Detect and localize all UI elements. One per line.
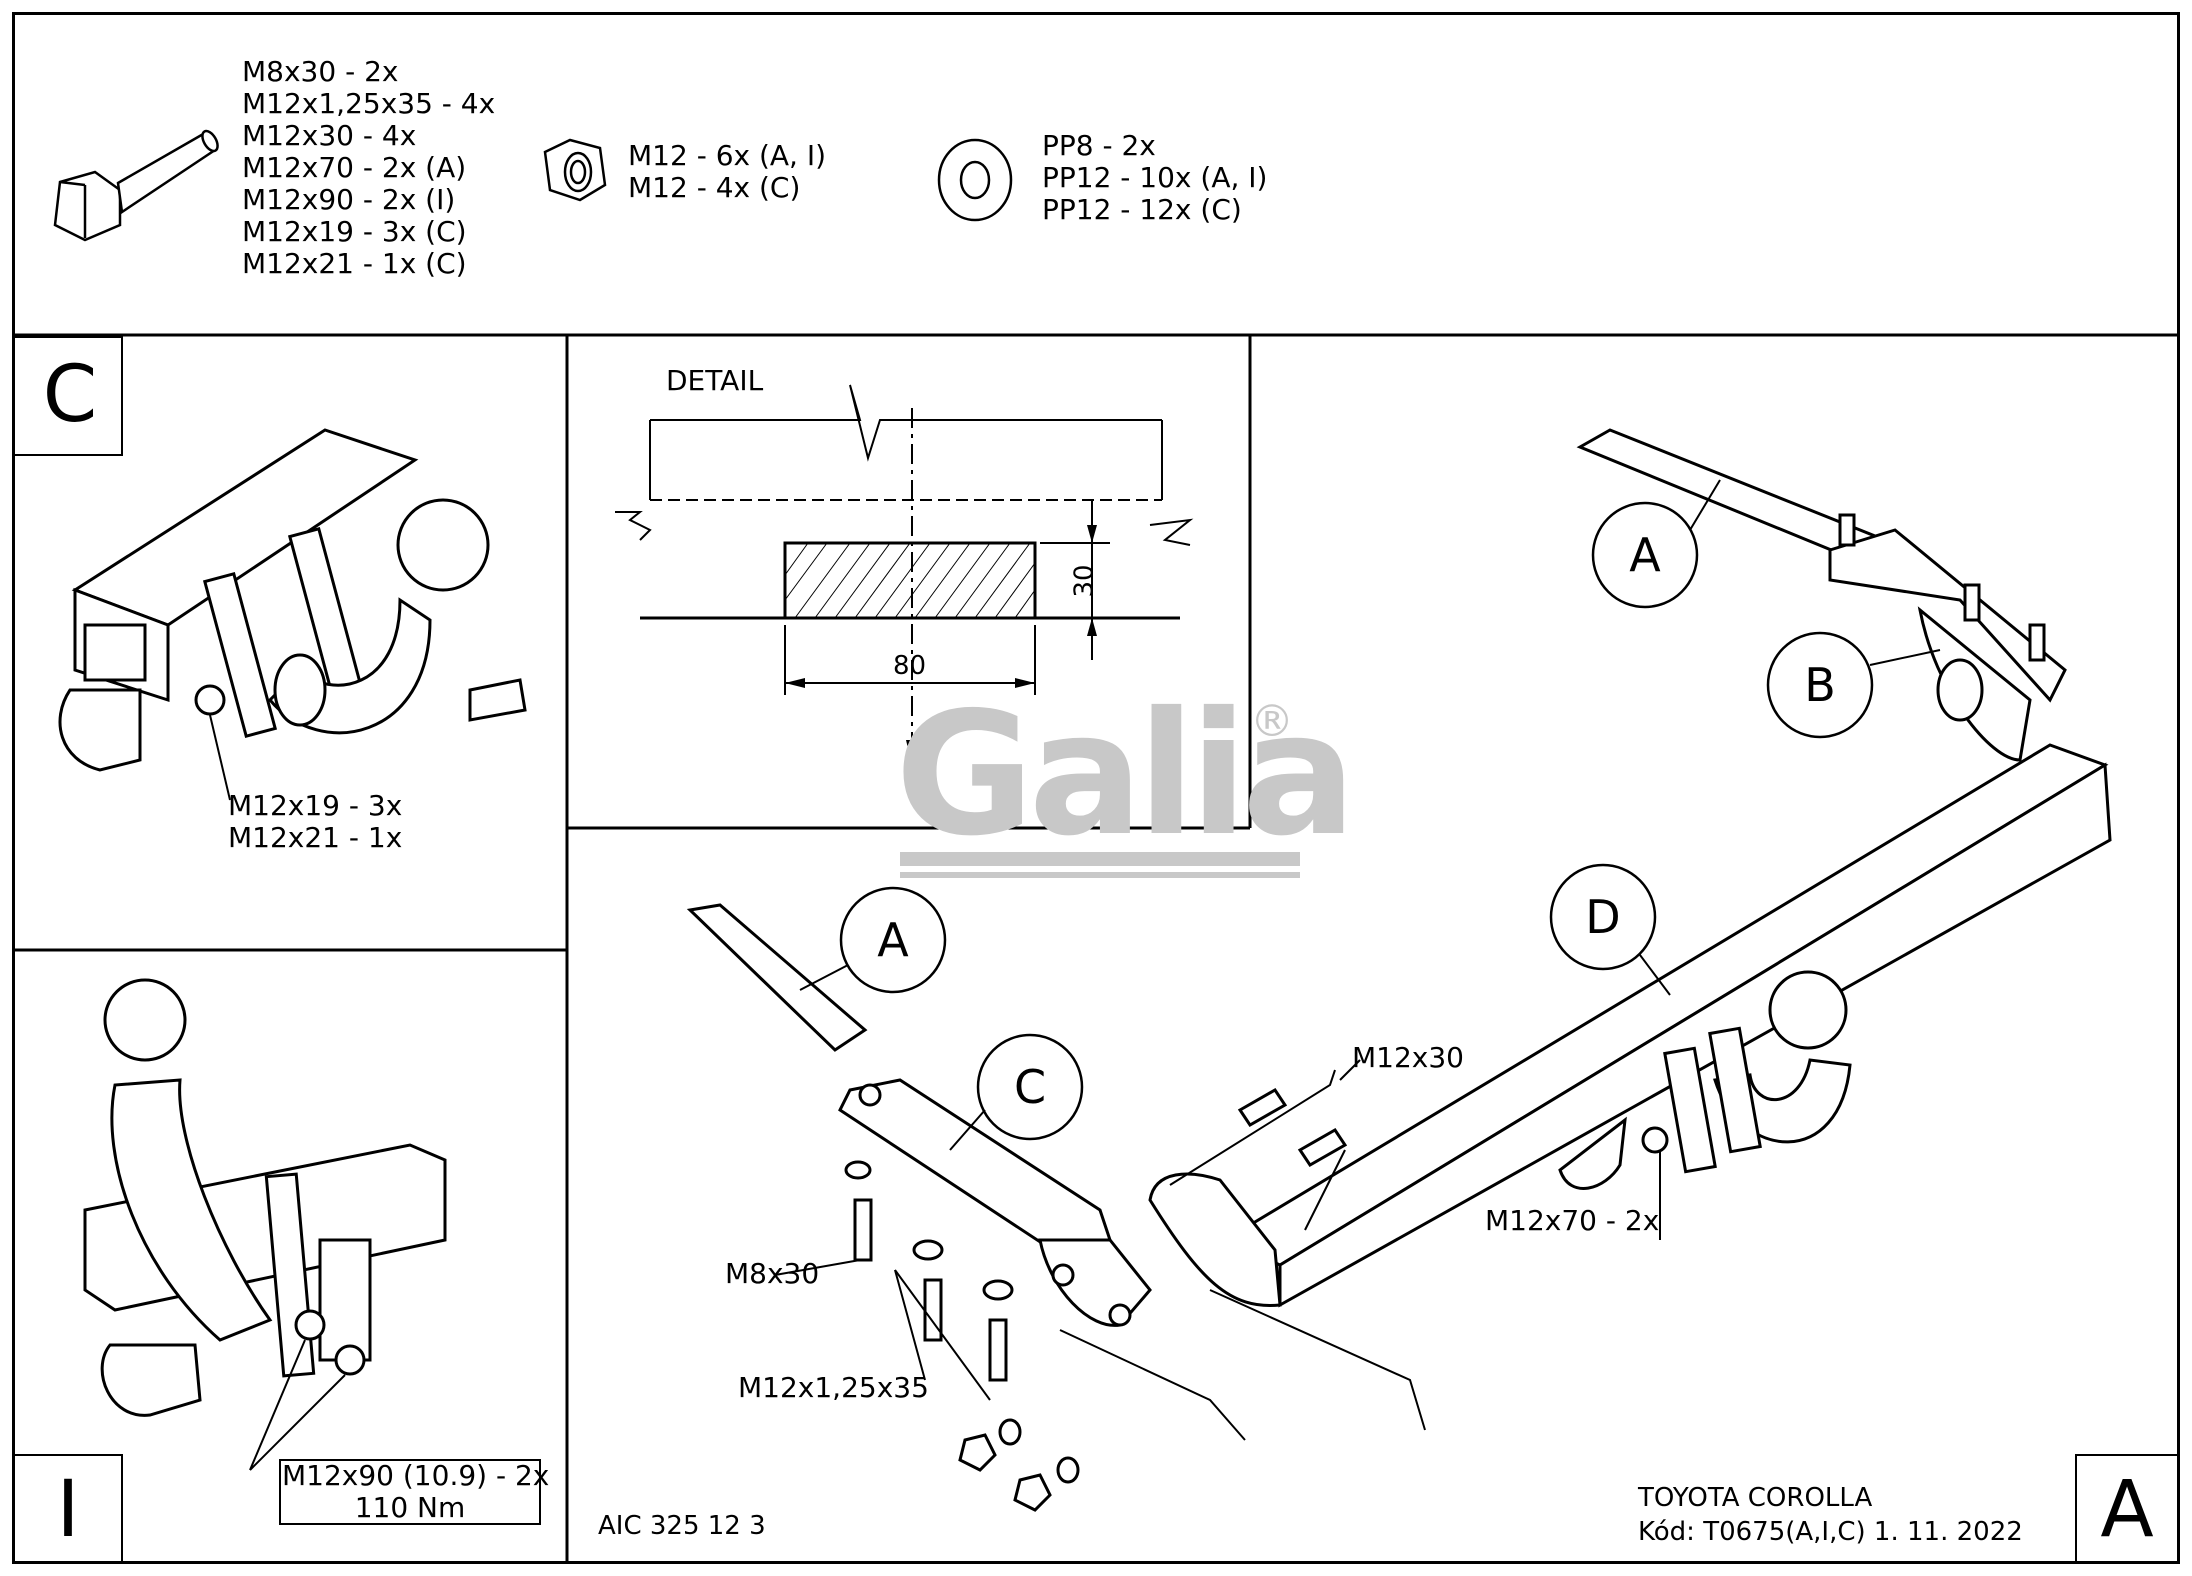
detail-title: DETAIL bbox=[666, 364, 764, 397]
detail-dim-width: 80 bbox=[893, 651, 927, 681]
panel-i-letter: I bbox=[56, 1465, 80, 1555]
panel-c-labels: M12x19 - 3x M12x21 - 1x bbox=[228, 790, 402, 854]
label-m8x30: M8x30 bbox=[725, 1257, 820, 1290]
bolt-item: M12x30 - 4x bbox=[242, 119, 417, 152]
nut-item: M12 - 6x (A, I) bbox=[628, 139, 827, 172]
torque-value: 110 Nm bbox=[354, 1491, 466, 1524]
product-code: Kód: T0675(A,I,C) 1. 11. 2022 bbox=[1638, 1517, 2023, 1547]
label-m12x70: M12x70 - 2x bbox=[1485, 1204, 1660, 1237]
vehicle-model: TOYOTA COROLLA bbox=[1638, 1483, 1873, 1513]
bolt-item: M12x19 - 3x (C) bbox=[242, 215, 467, 248]
callout-a-right: A bbox=[1629, 528, 1661, 582]
bolt-item: M12x1,25x35 - 4x bbox=[242, 87, 496, 120]
nut-list: M12 - 6x (A, I) M12 - 4x (C) bbox=[628, 140, 826, 204]
drawing-code: AIC 325 12 3 bbox=[598, 1511, 766, 1541]
watermark-underline bbox=[900, 852, 1300, 866]
callout-d: D bbox=[1585, 890, 1621, 944]
label-m12x125x35: M12x1,25x35 bbox=[738, 1371, 929, 1404]
washer-item: PP12 - 12x (C) bbox=[1042, 193, 1242, 226]
drawing-border bbox=[12, 12, 2180, 1564]
watermark-underline-2 bbox=[900, 872, 1300, 878]
detail-dim-height: 30 bbox=[1069, 564, 1100, 598]
bolt-item: M12x90 - 2x (I) bbox=[242, 183, 456, 216]
washer-list: PP8 - 2x PP12 - 10x (A, I) PP12 - 12x (C… bbox=[1042, 130, 1267, 226]
main-letter: A bbox=[2100, 1465, 2154, 1555]
panel-c-letter: C bbox=[42, 350, 98, 440]
washer-item: PP12 - 10x (A, I) bbox=[1042, 161, 1268, 194]
label-m12x30: M12x30 bbox=[1352, 1041, 1464, 1074]
galia-watermark: Galia bbox=[895, 676, 1357, 874]
panel-c-label: M12x21 - 1x bbox=[228, 821, 403, 854]
bolt-item: M12x21 - 1x (C) bbox=[242, 247, 467, 280]
washer-item: PP8 - 2x bbox=[1042, 129, 1156, 162]
panel-c-label: M12x19 - 3x bbox=[228, 789, 403, 822]
bolt-item: M12x70 - 2x (A) bbox=[242, 151, 467, 184]
bolt-list: M8x30 - 2x M12x1,25x35 - 4x M12x30 - 4x … bbox=[242, 56, 495, 280]
registered-mark: ® bbox=[1250, 696, 1294, 747]
torque-bolt: M12x90 (10.9) - 2x bbox=[282, 1459, 550, 1492]
torque-box: M12x90 (10.9) - 2x 110 Nm bbox=[282, 1459, 550, 1524]
callout-b: B bbox=[1804, 658, 1836, 712]
bolt-item: M8x30 - 2x bbox=[242, 55, 399, 88]
nut-item: M12 - 4x (C) bbox=[628, 171, 801, 204]
callout-a-left: A bbox=[877, 913, 909, 967]
callout-c: C bbox=[1013, 1060, 1047, 1114]
